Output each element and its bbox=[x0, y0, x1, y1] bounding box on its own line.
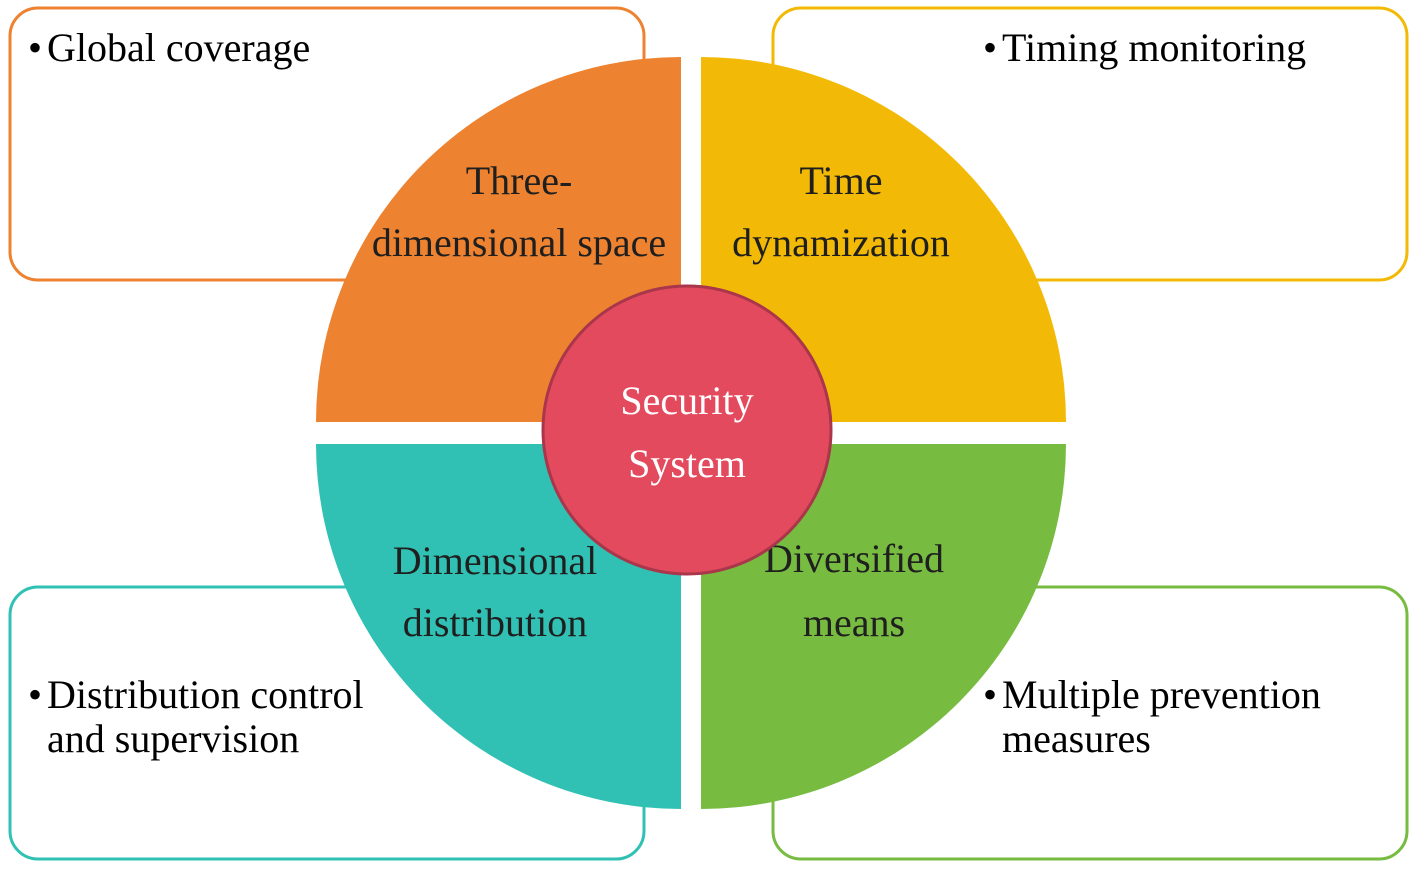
label-means-line2: means bbox=[803, 600, 905, 645]
label-space-line2: dimensional space bbox=[372, 220, 666, 265]
text-distribution-control-line1: Distribution control bbox=[47, 672, 364, 717]
label-distribution-line1: Dimensional bbox=[393, 538, 597, 583]
text-multiple-prevention-line1: Multiple prevention bbox=[1002, 672, 1321, 717]
bullet-control: • bbox=[28, 672, 42, 717]
label-time-line2: dynamization bbox=[732, 220, 950, 265]
text-distribution-control-line2: and supervision bbox=[47, 716, 299, 761]
bullet-timing: • bbox=[983, 25, 997, 70]
bullet-prevention: • bbox=[983, 672, 997, 717]
label-means-line1: Diversified bbox=[764, 536, 944, 581]
center-label-line2: System bbox=[628, 441, 746, 486]
bullet-global: • bbox=[28, 25, 42, 70]
label-time-line1: Time bbox=[799, 158, 882, 203]
label-space-line1: Three- bbox=[466, 158, 573, 203]
center-circle bbox=[541, 284, 833, 576]
quadrant-diversified-means bbox=[701, 444, 1066, 809]
center-label-line1: Security bbox=[620, 378, 753, 423]
text-timing-monitoring: Timing monitoring bbox=[1002, 25, 1306, 70]
text-global-coverage: Global coverage bbox=[47, 25, 310, 70]
text-multiple-prevention-line2: measures bbox=[1002, 716, 1151, 761]
label-distribution-line2: distribution bbox=[403, 600, 587, 645]
